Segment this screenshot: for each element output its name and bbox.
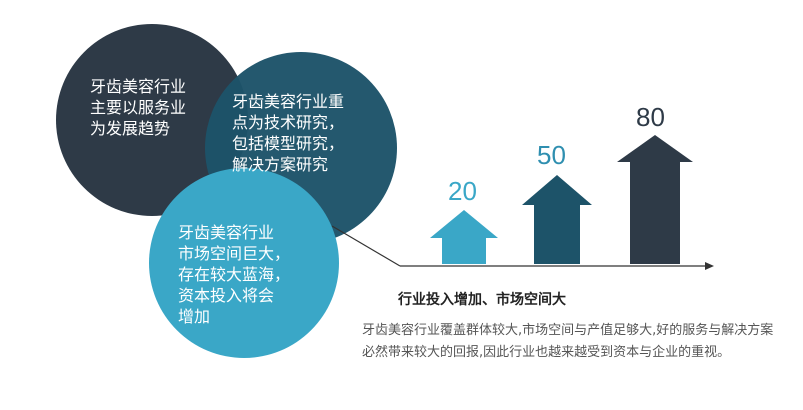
description-text: 牙齿美容行业覆盖群体较大,市场空间与产值足够大,好的服务与解决方案必然带来较大的… (362, 323, 774, 360)
value-label-50: 50 (537, 140, 566, 170)
circle-market-space (149, 168, 339, 358)
axis-arrowhead (705, 262, 714, 270)
arrow-80 (617, 135, 693, 264)
arrow-50 (522, 175, 592, 264)
arrow-20 (430, 210, 498, 264)
value-label-80: 80 (636, 102, 665, 132)
circle-service-trend-text: 牙齿美容行业 主要以服务业 为发展趋势 (90, 77, 187, 138)
circle-market-space-text: 牙齿美容行业 市场空间巨大， 存在较大蓝海， 资本投入将会 增加 (178, 223, 291, 326)
value-label-20: 20 (448, 176, 477, 206)
diagram-caption: 行业投入增加、市场空间大 (398, 292, 566, 308)
circle-tech-research-text: 牙齿美容行业重 点为技术研究， 包括模型研究， 解决方案研究 (232, 92, 345, 174)
